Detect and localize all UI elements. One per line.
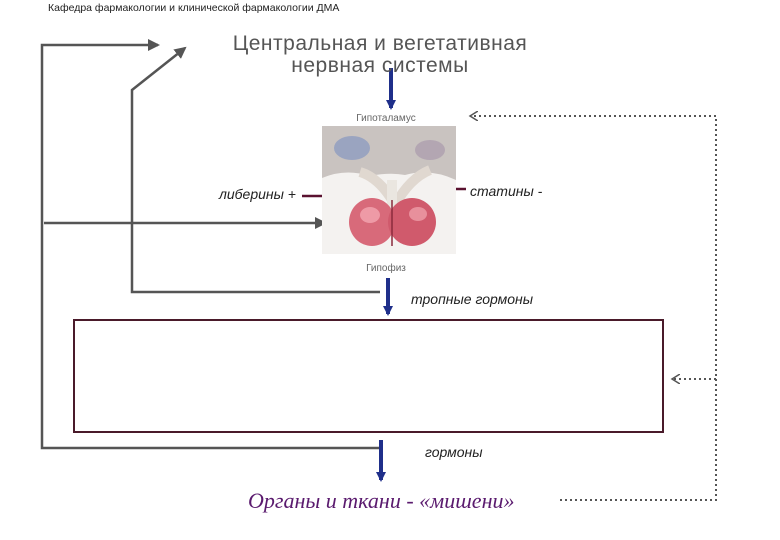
- endocrine-organs-panel: [73, 319, 664, 433]
- tropic-hormones-label: тропные гормоны: [411, 291, 534, 307]
- target-organs-label: Органы и ткани - «мишени»: [248, 488, 515, 513]
- statins-label: статины -: [470, 183, 543, 199]
- department-header: Кафедра фармакологии и клинической фарма…: [48, 2, 340, 14]
- hypothalamus-caption: Гипоталамус: [356, 113, 416, 124]
- feedback-loop-inner: [130, 46, 380, 294]
- hormones-label: гормоны: [425, 444, 483, 460]
- hypothalamus-pituitary-illustration: [322, 126, 456, 254]
- liberins-label: либерины +: [219, 186, 296, 202]
- cns-title-line2: нервная системы: [291, 54, 469, 77]
- cns-title: Центральная и вегетативная нервная систе…: [160, 33, 600, 77]
- feedback-loop-outer: [40, 39, 380, 450]
- cns-title-line1: Центральная и вегетативная: [232, 32, 528, 55]
- dotted-feedback-top: [470, 116, 717, 501]
- pituitary-caption: Гипофиз: [366, 263, 406, 274]
